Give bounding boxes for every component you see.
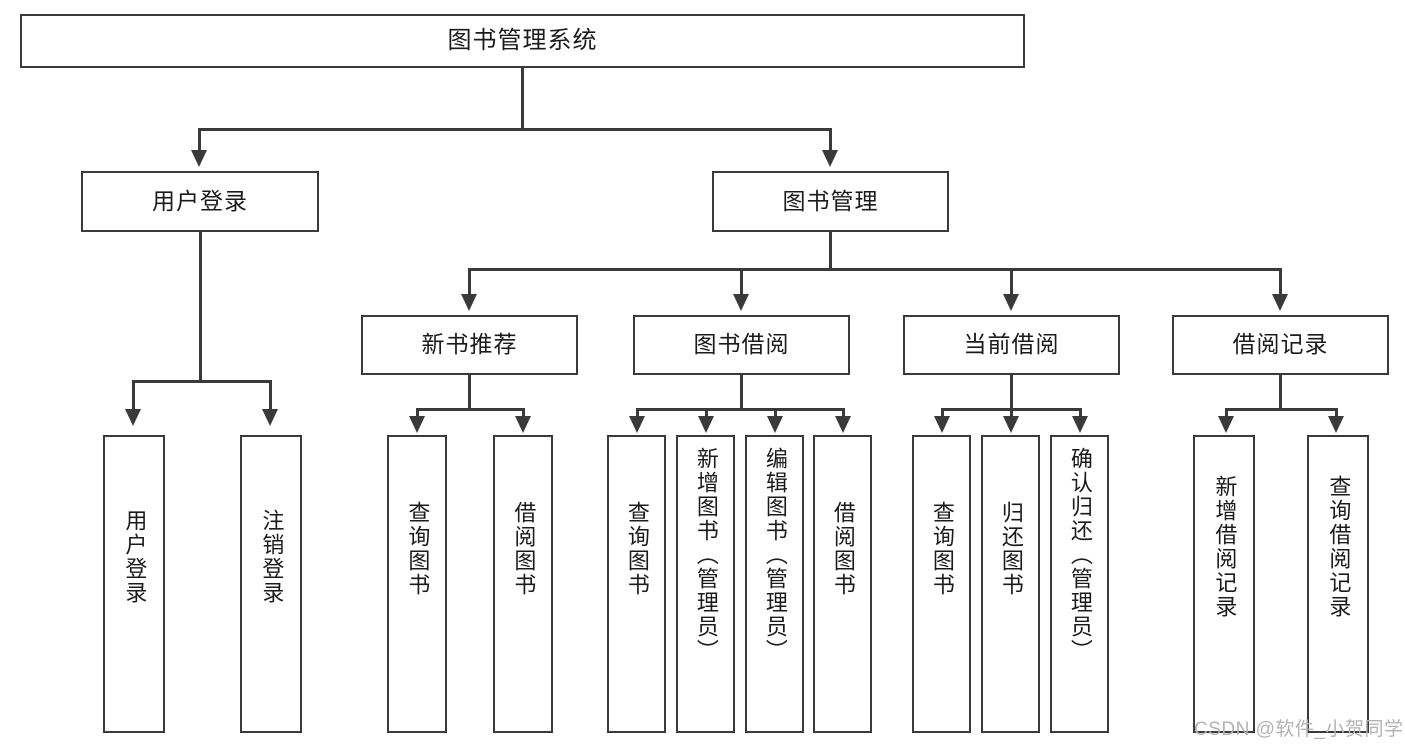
leaf-label: 新增借阅记录	[1212, 475, 1238, 619]
leaf-label: 查询图书	[624, 501, 650, 597]
leaf-query-book-1[interactable]: 查询图书	[387, 435, 447, 733]
connector-borrow-record-bus	[1225, 408, 1337, 411]
connector-new-book-recommend-stem	[468, 375, 471, 410]
leaf-query-record[interactable]: 查询借阅记录	[1307, 435, 1369, 733]
node-label: 新书推荐	[421, 331, 518, 358]
leaf-add-book[interactable]: 新增图书（管理员）	[676, 435, 735, 733]
node-new-book-recommend[interactable]: 新书推荐	[361, 315, 578, 375]
leaf-logout[interactable]: 注销登录	[240, 435, 302, 733]
node-label: 图书借阅	[693, 331, 790, 358]
leaf-label: 查询图书	[405, 501, 431, 597]
node-borrow-record[interactable]: 借阅记录	[1172, 315, 1389, 375]
arrowhead-bb-leaf3	[767, 416, 783, 433]
leaf-query-book-3[interactable]: 查询图书	[912, 435, 971, 733]
leaf-label: 用户登录	[122, 509, 148, 605]
leaf-user-login[interactable]: 用户登录	[103, 435, 165, 733]
arrowhead-br-leaf1	[1218, 416, 1234, 433]
leaf-label: 确认归还（管理员）	[1067, 447, 1093, 663]
connector-to-book-borrow	[740, 268, 743, 296]
connector-book-borrow-stem	[740, 375, 743, 410]
arrowhead-leaf-logout	[262, 409, 278, 426]
connector-to-new-book-recommend	[468, 268, 471, 296]
leaf-label: 查询借阅记录	[1326, 475, 1352, 619]
connector-root-bus	[198, 128, 832, 131]
node-label: 用户登录	[152, 187, 248, 214]
watermark-text: CSDN @软件_小贺同学	[1194, 719, 1404, 740]
node-label: 借阅记录	[1232, 331, 1329, 358]
connector-book-management-stem	[829, 232, 832, 270]
leaf-label: 借阅图书	[830, 501, 856, 597]
node-user-login[interactable]: 用户登录	[81, 171, 319, 232]
connector-new-book-recommend-bus	[416, 408, 524, 411]
leaf-query-book-2[interactable]: 查询图书	[607, 435, 666, 733]
connector-current-borrow-stem	[1010, 375, 1013, 410]
connector-user-login-stem	[199, 232, 202, 382]
arrowhead-nbr-leaf1	[409, 416, 425, 433]
arrowhead-to-user-login	[191, 150, 207, 167]
connector-to-borrow-record	[1279, 268, 1282, 296]
arrowhead-book-borrow	[733, 294, 749, 311]
arrowhead-cb-leaf1	[934, 416, 950, 433]
arrowhead-leaf-user-login	[125, 409, 141, 426]
leaf-edit-book[interactable]: 编辑图书（管理员）	[745, 435, 804, 733]
arrowhead-bb-leaf1	[629, 416, 645, 433]
connector-to-current-borrow	[1010, 268, 1013, 296]
leaf-return-book[interactable]: 归还图书	[981, 435, 1040, 733]
leaf-label: 注销登录	[259, 509, 285, 605]
node-root-system[interactable]: 图书管理系统	[20, 14, 1025, 68]
leaf-borrow-book-2[interactable]: 借阅图书	[813, 435, 872, 733]
connector-to-leaf-user-login	[132, 380, 135, 412]
connector-book-borrow-bus	[636, 408, 844, 411]
leaf-label: 借阅图书	[511, 501, 537, 597]
leaf-label: 查询图书	[929, 501, 955, 597]
arrowhead-new-book-recommend	[461, 294, 477, 311]
connector-root-stem	[521, 68, 524, 129]
arrowhead-cb-leaf2	[1003, 416, 1019, 433]
connector-to-leaf-logout	[269, 380, 272, 412]
leaf-borrow-book-1[interactable]: 借阅图书	[493, 435, 553, 733]
arrowhead-bb-leaf4	[835, 416, 851, 433]
leaf-confirm-return[interactable]: 确认归还（管理员）	[1050, 435, 1109, 733]
arrowhead-bb-leaf2	[698, 416, 714, 433]
arrowhead-current-borrow	[1003, 294, 1019, 311]
connector-borrow-record-stem	[1279, 375, 1282, 410]
arrowhead-cb-leaf3	[1072, 416, 1088, 433]
connector-root-to-book-management	[829, 128, 832, 154]
arrowhead-nbr-leaf2	[515, 416, 531, 433]
connector-level3-bus	[468, 268, 1281, 271]
leaf-label: 归还图书	[998, 501, 1024, 597]
arrowhead-br-leaf2	[1328, 416, 1344, 433]
leaf-add-record[interactable]: 新增借阅记录	[1193, 435, 1255, 733]
node-book-borrow[interactable]: 图书借阅	[633, 315, 850, 375]
connector-root-to-user-login	[198, 128, 201, 154]
node-label: 当前借阅	[963, 331, 1060, 358]
node-current-borrow[interactable]: 当前借阅	[903, 315, 1120, 375]
arrowhead-borrow-record	[1272, 294, 1288, 311]
node-label: 图书管理	[782, 187, 879, 214]
leaf-label: 编辑图书（管理员）	[762, 447, 788, 663]
node-label: 图书管理系统	[447, 26, 598, 54]
leaf-label: 新增图书（管理员）	[693, 447, 719, 663]
arrowhead-to-book-management	[822, 150, 838, 167]
connector-user-login-bus	[132, 380, 271, 383]
node-book-management[interactable]: 图书管理	[712, 171, 949, 232]
